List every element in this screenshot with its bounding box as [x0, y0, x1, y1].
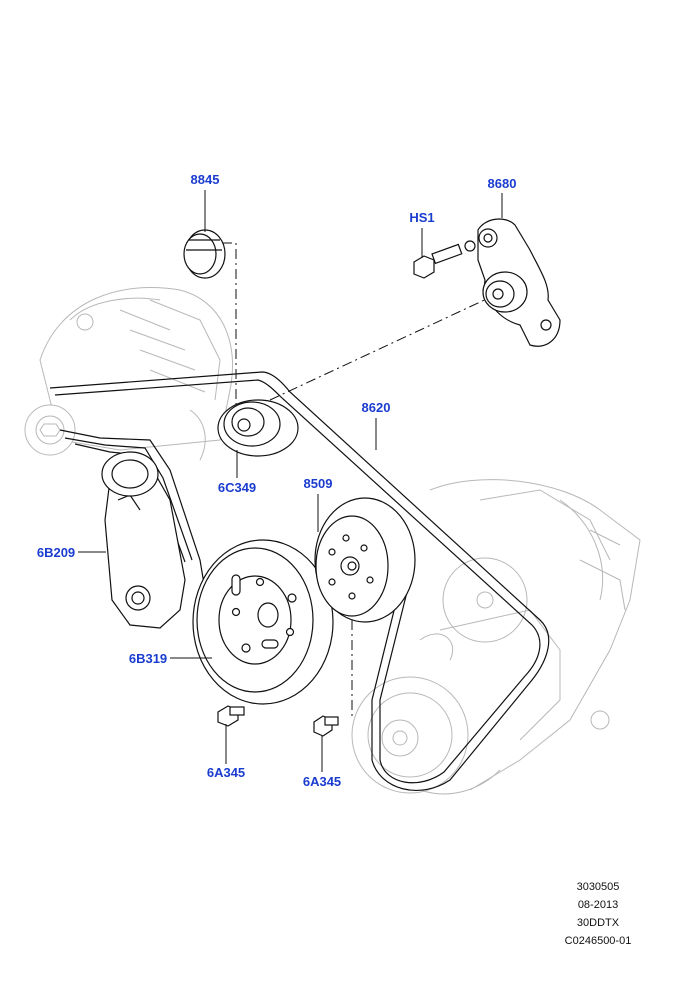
- callout-8620: 8620: [362, 400, 391, 415]
- callout-6a345-right: 6A345: [303, 774, 341, 789]
- reference-line-3: 30DDTX: [577, 917, 620, 929]
- callout-8680: 8680: [488, 176, 517, 191]
- callout-6b209: 6B209: [37, 545, 75, 560]
- callout-8509: 8509: [304, 476, 333, 491]
- belt-tensioner: [101, 451, 186, 629]
- reference-line-4: C0246500-01: [565, 935, 632, 947]
- cap-8845: [183, 229, 226, 279]
- callout-6c349: 6C349: [218, 480, 256, 495]
- crankshaft-pulley: [192, 539, 334, 705]
- bolt-6a345-left: [217, 705, 245, 727]
- callouts: 8845 8680 HS1 8620 6C349 8509 6B209 6B31…: [37, 172, 517, 789]
- callout-hs1: HS1: [409, 210, 434, 225]
- callout-8845: 8845: [191, 172, 220, 187]
- callout-6a345-left: 6A345: [207, 765, 245, 780]
- bolt-6a345-right: [313, 715, 339, 737]
- alternator-ghost: [24, 287, 234, 461]
- reference-block: 3030505 08-2013 30DDTX C0246500-01: [565, 881, 632, 947]
- reference-line-1: 3030505: [577, 881, 620, 893]
- callout-6b319: 6B319: [129, 651, 167, 666]
- reference-line-2: 08-2013: [578, 899, 618, 911]
- bolt-hs1: [413, 240, 476, 279]
- idler-bracket-8680: [477, 218, 561, 347]
- leader-lines: [78, 190, 503, 772]
- pulley-8509: [314, 497, 416, 623]
- idler-pulley: [217, 399, 299, 457]
